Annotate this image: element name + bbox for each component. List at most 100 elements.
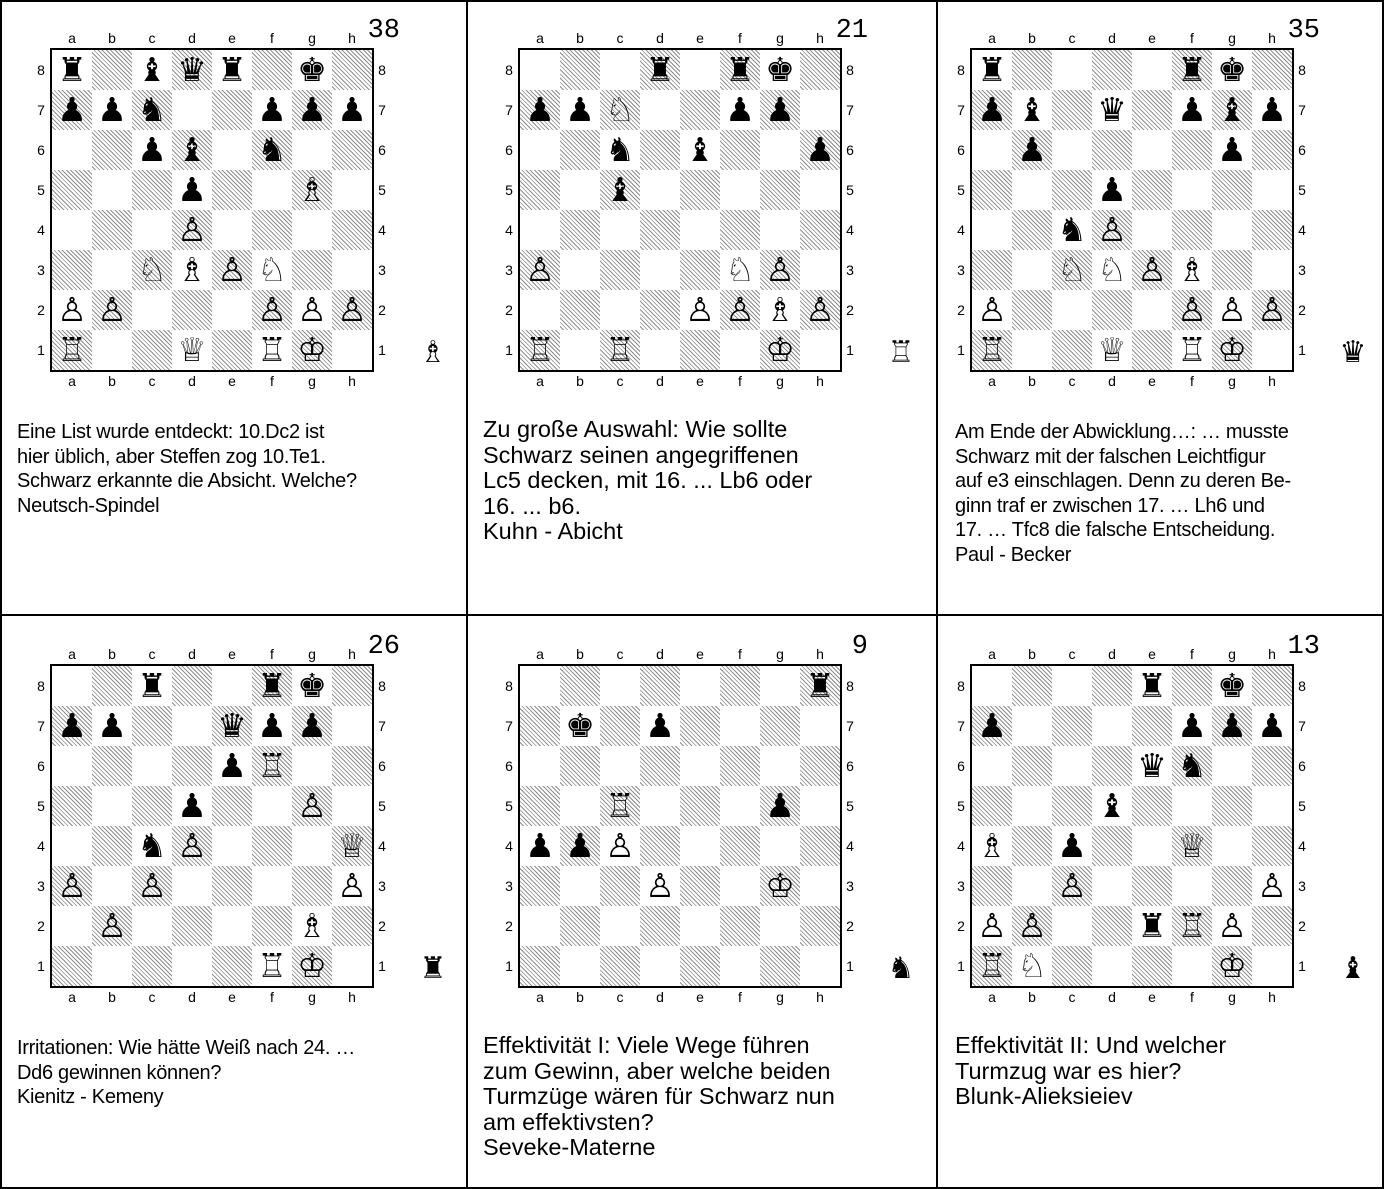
- board-square: [800, 786, 840, 826]
- white-pawn-icon: ♙: [172, 826, 212, 866]
- board-square: [1172, 946, 1212, 986]
- file-label: f: [252, 31, 292, 45]
- file-label: a: [52, 31, 92, 45]
- file-label: a: [520, 31, 560, 45]
- board-square: [172, 706, 212, 746]
- white-pawn-icon: ♙: [520, 250, 560, 290]
- rank-label: 8: [376, 63, 388, 77]
- file-label: h: [800, 31, 840, 45]
- board-square: [212, 90, 252, 130]
- puzzle-card: 38aabbccddeeffgghh8877665544332211♜♝♛♜♚♟…: [0, 0, 467, 616]
- white-king-icon: ♔: [760, 866, 800, 906]
- rank-label: 8: [503, 679, 515, 693]
- black-pawn-icon: ♟: [520, 90, 560, 130]
- rank-label: 2: [844, 303, 856, 317]
- rank-label: 5: [376, 799, 388, 813]
- black-pawn-icon: ♟: [52, 90, 92, 130]
- chess-board: ♜♝♛♜♚♟♟♞♟♟♟♟♝♞♟♗♙♘♗♙♘♙♙♙♙♙♖♕♖♔: [50, 48, 374, 372]
- board-square: [720, 746, 760, 786]
- board-square: [800, 746, 840, 786]
- white-pawn-icon: ♙: [1252, 866, 1292, 906]
- board-square: [172, 906, 212, 946]
- board-square: [332, 250, 372, 290]
- black-pawn-icon: ♟: [172, 170, 212, 210]
- board-square: [760, 170, 800, 210]
- board-square: [972, 786, 1012, 826]
- board-square: [92, 666, 132, 706]
- board-square: [720, 866, 760, 906]
- board-square: [332, 170, 372, 210]
- white-king-icon: ♔: [292, 946, 332, 986]
- rank-label: 2: [1296, 919, 1308, 933]
- board-square: [720, 946, 760, 986]
- board-square: [720, 826, 760, 866]
- rank-label: 5: [1296, 799, 1308, 813]
- rank-label: 7: [1296, 719, 1308, 733]
- file-label: f: [1172, 374, 1212, 388]
- board-square: [52, 130, 92, 170]
- rank-label: 7: [844, 719, 856, 733]
- rank-label: 5: [955, 799, 967, 813]
- black-pawn-icon: ♟: [252, 706, 292, 746]
- rank-label: 1: [1296, 959, 1308, 973]
- board-square: [560, 170, 600, 210]
- board-square: [760, 946, 800, 986]
- board-square: [1012, 250, 1052, 290]
- rank-label: 4: [35, 839, 47, 853]
- board-square: [92, 826, 132, 866]
- rank-label: 4: [955, 839, 967, 853]
- white-pawn-icon: ♙: [680, 290, 720, 330]
- white-bishop-icon: ♗: [172, 250, 212, 290]
- rank-label: 1: [844, 959, 856, 973]
- black-pawn-icon: ♟: [92, 90, 132, 130]
- board-square: [640, 290, 680, 330]
- file-label: g: [1212, 647, 1252, 661]
- board-square: [1092, 826, 1132, 866]
- board-square: [600, 866, 640, 906]
- white-pawn-icon: ♙: [52, 290, 92, 330]
- black-pawn-icon: ♟: [1052, 826, 1092, 866]
- board-square: [252, 210, 292, 250]
- black-knight-icon: ♞: [252, 130, 292, 170]
- rank-label: 1: [376, 959, 388, 973]
- rank-label: 7: [844, 103, 856, 117]
- rank-label: 2: [35, 303, 47, 317]
- board-square: [640, 666, 680, 706]
- file-label: c: [1052, 374, 1092, 388]
- board-square: [640, 250, 680, 290]
- board-square: [760, 210, 800, 250]
- puzzle-caption: Zu große Auswahl: Wie sollte Schwarz sei…: [483, 417, 929, 545]
- file-label: b: [1012, 31, 1052, 45]
- board-square: [172, 90, 212, 130]
- black-bishop-icon: ♝: [1335, 954, 1371, 984]
- board-square: [800, 210, 840, 250]
- white-rook-icon: ♖: [252, 946, 292, 986]
- file-label: f: [1172, 990, 1212, 1004]
- board-square: [332, 906, 372, 946]
- file-label: h: [332, 31, 372, 45]
- file-label: c: [600, 31, 640, 45]
- white-bishop-icon: ♗: [760, 290, 800, 330]
- rank-label: 7: [955, 719, 967, 733]
- file-label: e: [1132, 374, 1172, 388]
- rank-label: 6: [844, 759, 856, 773]
- file-label: h: [332, 990, 372, 1004]
- rank-label: 6: [35, 143, 47, 157]
- white-pawn-icon: ♙: [292, 290, 332, 330]
- board-square: [520, 210, 560, 250]
- black-pawn-icon: ♟: [1212, 130, 1252, 170]
- file-label: c: [1052, 31, 1092, 45]
- black-queen-icon: ♛: [1092, 90, 1132, 130]
- rank-label: 3: [35, 879, 47, 893]
- white-knight-icon: ♘: [720, 250, 760, 290]
- black-queen-icon: ♛: [172, 50, 212, 90]
- rank-label: 8: [1296, 679, 1308, 693]
- rank-label: 8: [955, 679, 967, 693]
- rank-label: 1: [1296, 343, 1308, 357]
- rank-label: 4: [376, 839, 388, 853]
- board-square: [92, 170, 132, 210]
- board-square: [640, 906, 680, 946]
- board-square: [972, 250, 1012, 290]
- file-label: a: [972, 990, 1012, 1004]
- board-square: [1092, 746, 1132, 786]
